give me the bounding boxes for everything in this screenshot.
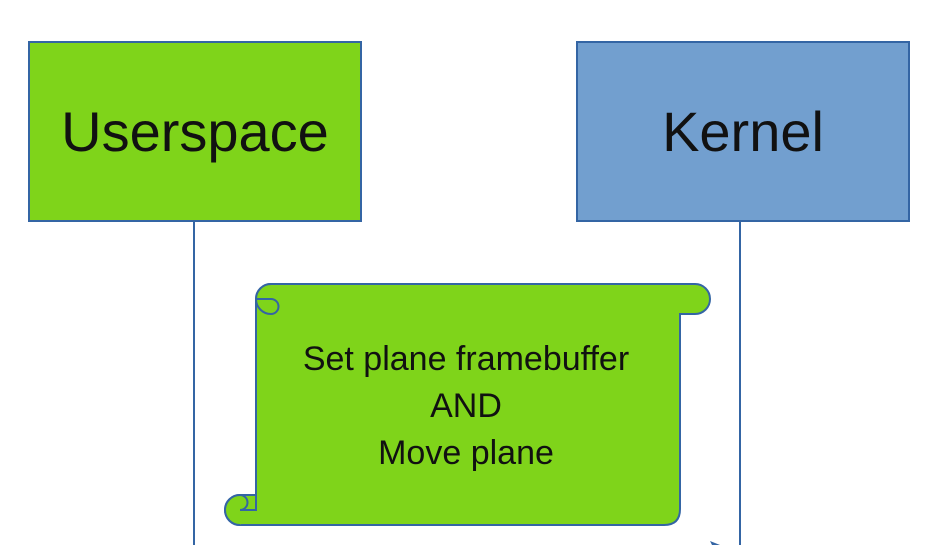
actor-kernel: Kernel (576, 41, 910, 222)
lifeline-userspace (193, 222, 195, 545)
note-line-3: Move plane (378, 434, 554, 472)
actor-userspace-label: Userspace (61, 100, 329, 163)
scroll-curl-bottom (224, 493, 257, 526)
actor-kernel-label: Kernel (662, 100, 824, 163)
arrowhead-icon (710, 541, 720, 545)
actor-userspace: Userspace (28, 41, 362, 222)
lifeline-kernel (739, 222, 741, 545)
note-line-1: Set plane framebuffer (302, 340, 630, 378)
note-text: Set plane framebuffer AND Move plane (256, 336, 676, 477)
note-line-2: AND (430, 387, 502, 425)
scroll-curl-top (255, 283, 280, 316)
